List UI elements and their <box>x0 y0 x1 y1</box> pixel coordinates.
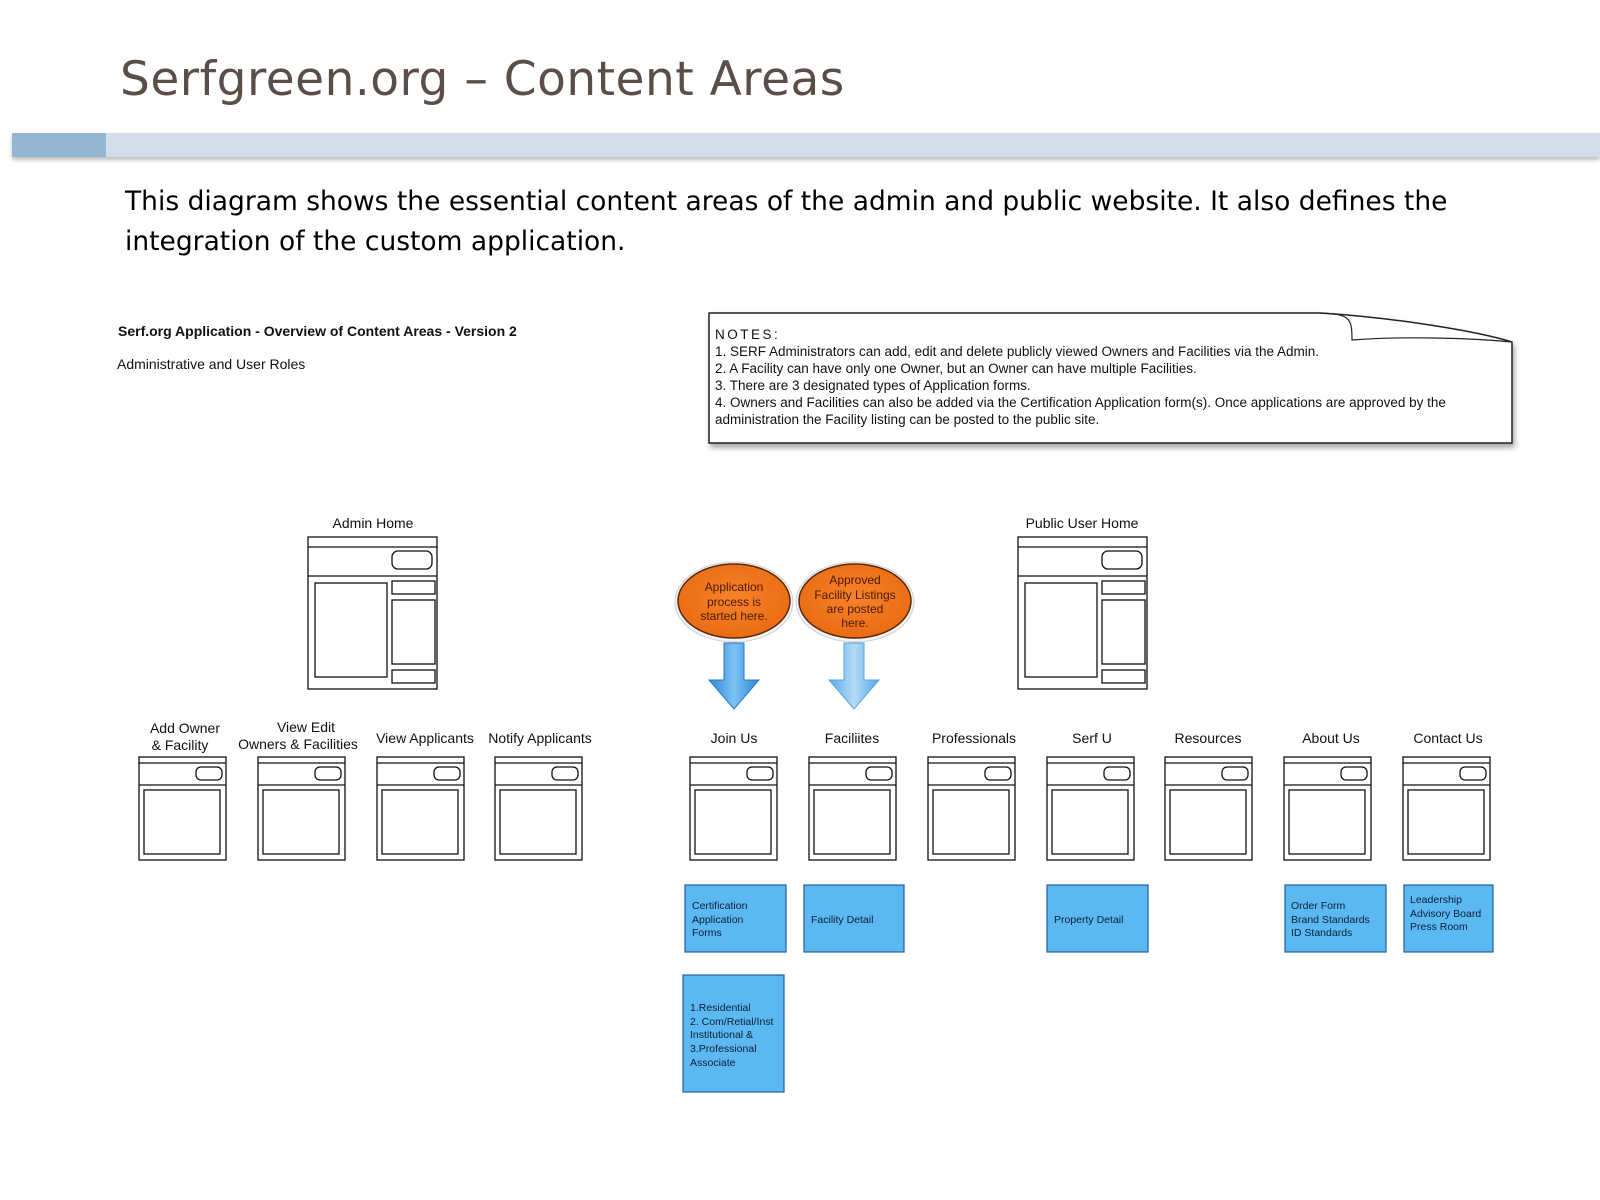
title-divider-bar <box>12 133 1600 157</box>
admin-page-label-view-edit-1: View Edit <box>277 719 335 735</box>
subpage-about-line-1: Order Form <box>1291 900 1346 912</box>
bubble-approved-line-2: Facility Listings <box>814 588 895 602</box>
subpage-contact-line-3: Press Room <box>1410 921 1468 933</box>
subpage-facility-detail: Facility Detail <box>803 884 905 953</box>
bubble-application-line-3: started here. <box>700 609 767 623</box>
notes-line-2: 2. A Facility can have only one Owner, b… <box>715 361 1197 376</box>
view-applicants-wireframe <box>376 756 465 861</box>
notes-line-5: administration the Facility listing can … <box>715 412 1099 427</box>
subpage-application-types: 1.Residential 2. Com/Retial/Inst Institu… <box>682 974 785 1093</box>
public-page-label-serf-u: Serf U <box>1072 730 1112 746</box>
serf-u-wireframe <box>1046 756 1135 861</box>
join-us-wireframe <box>689 756 778 861</box>
bubble-application-process: Application process is started here. <box>674 561 794 643</box>
slide-intro: This diagram shows the essential content… <box>125 186 1448 257</box>
admin-page-label-notify-applicants: Notify Applicants <box>488 730 592 746</box>
facilities-wireframe <box>808 756 897 861</box>
subpage-property-detail: Property Detail <box>1046 884 1149 953</box>
subpage-about-line-2: Brand Standards <box>1291 914 1370 926</box>
public-home-label: Public User Home <box>1026 515 1139 531</box>
arrow-down-icon <box>827 642 881 710</box>
bubble-approved-listings: Approved Facility Listings are posted he… <box>795 561 915 643</box>
subpage-certification-line-2: Application <box>692 914 744 926</box>
subpage-contact-line-2: Advisory Board <box>1410 908 1481 920</box>
contact-us-wireframe <box>1402 756 1491 861</box>
bubble-approved-line-1: Approved <box>829 573 880 587</box>
admin-page-label-view-applicants: View Applicants <box>376 730 474 746</box>
bubble-application-line-1: Application <box>705 580 764 594</box>
arrow-down-icon <box>707 642 761 710</box>
subpage-certification-line-3: Forms <box>692 927 722 939</box>
notes-line-1: 1. SERF Administrators can add, edit and… <box>715 344 1319 359</box>
subpage-certification-forms: Certification Application Forms <box>684 884 787 953</box>
subpage-types-line-1: 1.Residential <box>690 1002 751 1014</box>
about-us-wireframe <box>1283 756 1372 861</box>
subpage-contact-line-1: Leadership <box>1410 894 1462 906</box>
public-page-label-contact-us: Contact Us <box>1413 730 1482 746</box>
public-page-label-about-us: About Us <box>1302 730 1360 746</box>
notify-applicants-wireframe <box>494 756 583 861</box>
admin-home-wireframe <box>307 536 438 690</box>
notes-page-curl <box>1319 312 1513 343</box>
admin-home-label: Admin Home <box>333 515 414 531</box>
subpage-types-line-2: 2. Com/Retial/Inst <box>690 1016 774 1028</box>
public-page-label-resources: Resources <box>1175 730 1242 746</box>
professionals-wireframe <box>927 756 1016 861</box>
subpage-about-line-3: ID Standards <box>1291 927 1352 939</box>
admin-page-label-add-owner-2: & Facility <box>152 737 209 753</box>
bubble-application-line-2: process is <box>707 595 761 609</box>
add-owner-wireframe <box>138 756 227 861</box>
slide-title: Serfgreen.org – Content Areas <box>120 52 845 107</box>
diagram-subheading: Administrative and User Roles <box>117 356 305 372</box>
public-page-label-professionals: Professionals <box>932 730 1016 746</box>
view-edit-wireframe <box>257 756 346 861</box>
bubble-approved-line-3: are posted <box>827 602 884 616</box>
subpage-facility-detail-line-1: Facility Detail <box>811 914 873 926</box>
subpage-property-detail-line-1: Property Detail <box>1054 914 1123 926</box>
diagram-heading: Serf.org Application - Overview of Conte… <box>118 323 517 339</box>
title-divider-accent <box>12 133 106 157</box>
public-page-label-join-us: Join Us <box>711 730 758 746</box>
notes-line-3: 3. There are 3 designated types of Appli… <box>715 378 1031 393</box>
subpage-contact-us: Leadership Advisory Board Press Room <box>1403 884 1494 953</box>
resources-wireframe <box>1164 756 1253 861</box>
subpage-types-line-5: Associate <box>690 1057 736 1069</box>
notes-line-4: 4. Owners and Facilities can also be add… <box>715 395 1446 410</box>
bubble-approved-line-4: here. <box>841 616 868 630</box>
admin-page-label-view-edit-2: Owners & Facilities <box>238 736 358 752</box>
public-home-wireframe <box>1017 536 1148 690</box>
notes-title: NOTES: <box>715 327 780 342</box>
subpage-types-line-3: Institutional & <box>690 1029 753 1041</box>
admin-page-label-add-owner-1: Add Owner <box>150 720 220 736</box>
subpage-certification-line-1: Certification <box>692 900 748 912</box>
subpage-about-us: Order Form Brand Standards ID Standards <box>1284 884 1387 953</box>
public-page-label-facilities: Faciliites <box>825 730 879 746</box>
subpage-types-line-4: 3.Professional <box>690 1043 757 1055</box>
